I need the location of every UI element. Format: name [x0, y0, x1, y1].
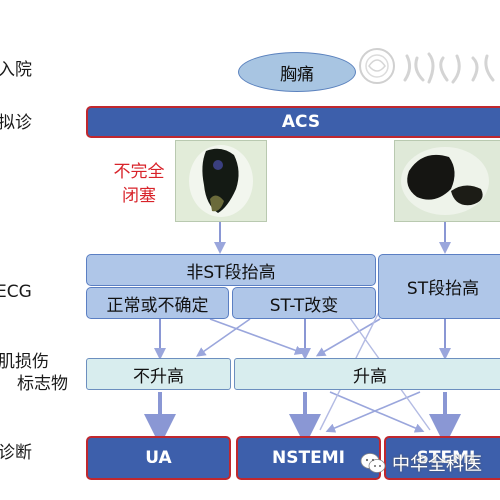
- st-elevation-label: ST段抬高: [406, 279, 480, 299]
- arrow-elevated-cross-to-nstemi: [325, 391, 421, 433]
- not-elevated-label: 不升高: [133, 366, 184, 387]
- not-elevated-box: 不升高: [86, 358, 231, 390]
- wechat-icon: [360, 453, 386, 473]
- st-elevation-box: ST段抬高: [378, 254, 500, 319]
- label-ecg: ECG: [0, 282, 32, 302]
- label-initial-diagnosis: 拟诊: [0, 113, 32, 133]
- st-t-change-label: ST-T改变: [269, 295, 339, 316]
- label-admission: 入院: [0, 60, 32, 80]
- normal-or-uncertain-box: 正常或不确定: [86, 287, 229, 319]
- acs-label: ACS: [281, 112, 321, 132]
- nstemi-label: NSTEMI: [272, 448, 345, 468]
- non-st-elevation-label: 非ST段抬高: [186, 262, 276, 283]
- acs-bar: ACS: [86, 106, 500, 138]
- arrow-stt-to-not-elevated: [196, 318, 251, 357]
- nstemi-box: NSTEMI: [236, 436, 381, 480]
- stemi-label: STEMI: [416, 448, 476, 468]
- artery-image-incomplete-occlusion: [175, 140, 267, 222]
- stemi-box: STEMI: [384, 436, 500, 480]
- chest-pain-label: 胸痛: [280, 64, 314, 85]
- wechat-watermark: 中华全科医: [360, 450, 482, 476]
- incomplete-occlusion-line1: 不完全: [113, 162, 165, 182]
- arrow-normal-to-elevated: [209, 318, 305, 355]
- ua-box: UA: [86, 436, 231, 480]
- ua-label: UA: [145, 448, 172, 468]
- normal-or-uncertain-label: 正常或不确定: [106, 295, 209, 316]
- artery-image-complete-occlusion: [394, 140, 500, 222]
- chest-pain-node: 胸痛: [238, 52, 356, 92]
- label-myocardial-injury-1: 肌损伤: [0, 352, 49, 372]
- watermark-seal: [355, 40, 500, 100]
- arrow-st-cross-1: [315, 318, 381, 357]
- non-st-elevation-box: 非ST段抬高: [86, 254, 376, 286]
- incomplete-occlusion-line2: 闭塞: [122, 186, 156, 206]
- elevated-label: 升高: [353, 366, 387, 387]
- elevated-box: 升高: [234, 358, 500, 390]
- label-myocardial-injury-2: 标志物: [17, 374, 68, 394]
- label-diagnosis: 诊断: [0, 443, 32, 463]
- incomplete-occlusion-label: 不完全 闭塞: [108, 160, 170, 208]
- wechat-watermark-text: 中华全科医: [392, 454, 482, 475]
- st-t-change-box: ST-T改变: [232, 287, 376, 319]
